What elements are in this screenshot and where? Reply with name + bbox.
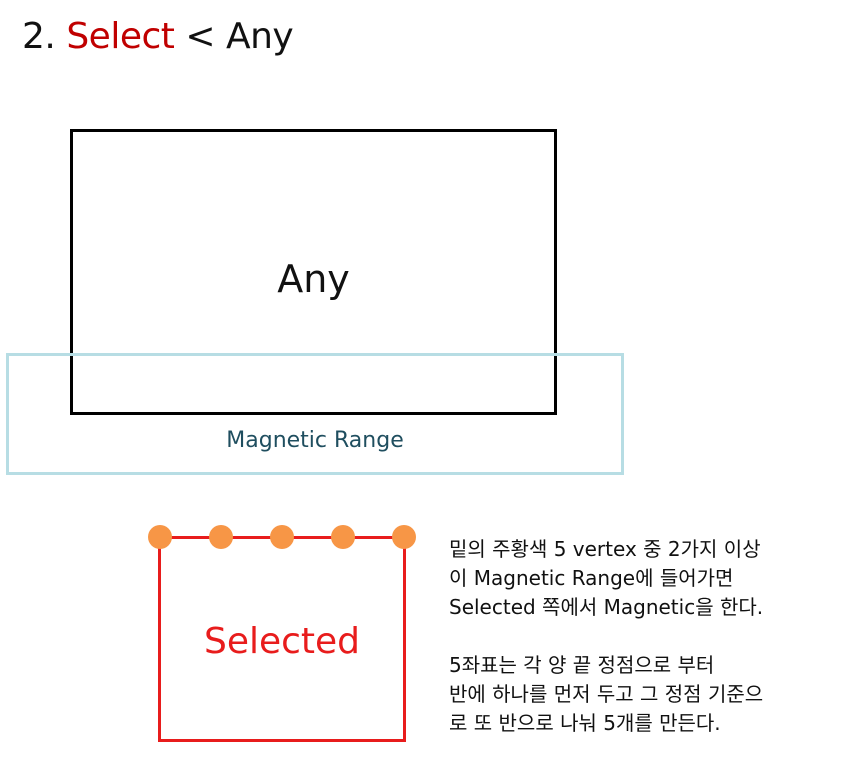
description-line: Selected 쪽에서 Magnetic을 한다. (449, 595, 764, 619)
vertex-marker-4 (331, 525, 355, 549)
any-object-box: Any (70, 129, 557, 415)
page-title: 2. Select < Any (22, 14, 294, 60)
title-any-word: Any (225, 16, 294, 57)
vertex-marker-3 (270, 525, 294, 549)
paragraph-spacer (449, 622, 857, 651)
vertex-marker-5 (392, 525, 416, 549)
title-number: 2. (22, 16, 56, 57)
description-line: 밑의 주황색 5 vertex 중 2가지 이상 (449, 537, 761, 561)
description-line: 반에 하나를 먼저 두고 그 정점 기준으 (449, 682, 764, 706)
magnetic-range-label: Magnetic Range (226, 428, 404, 453)
magnetic-range-box: Magnetic Range (6, 353, 624, 475)
vertex-marker-2 (209, 525, 233, 549)
vertex-marker-1 (148, 525, 172, 549)
description-line: 이 Magnetic Range에 들어가면 (449, 566, 734, 590)
description-line: 5좌표는 각 양 끝 정점으로 부터 (449, 653, 715, 677)
title-operator: < (185, 16, 215, 57)
any-object-label: Any (277, 257, 350, 301)
description-text: 밑의 주황색 5 vertex 중 2가지 이상 이 Magnetic Rang… (449, 535, 857, 738)
selected-object-box: Selected (158, 536, 406, 742)
title-selected-word: Select (66, 16, 175, 57)
description-line: 로 또 반으로 나눠 5개를 만든다. (449, 711, 721, 735)
selected-object-label: Selected (203, 621, 361, 662)
